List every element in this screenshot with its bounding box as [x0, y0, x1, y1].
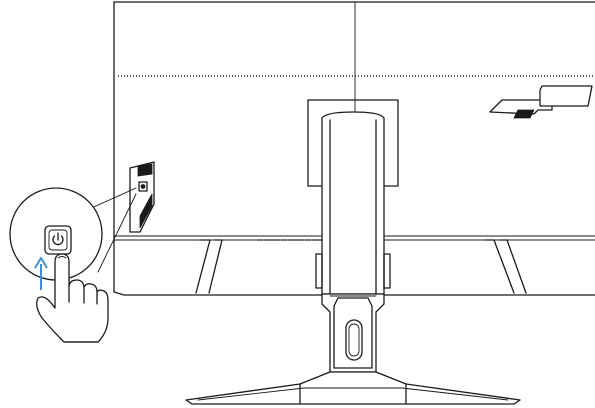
cable-management-slot — [345, 319, 363, 361]
side-button-module — [129, 161, 155, 233]
stand-neck — [307, 99, 399, 373]
port-indicator — [137, 163, 153, 177]
vesa-mount-plate — [307, 99, 399, 187]
power-icon — [52, 232, 64, 246]
arrow-up-icon — [34, 257, 48, 290]
io-port-bracket — [489, 85, 593, 119]
panel-lower-right-cut — [485, 239, 527, 294]
hand-pointer-icon — [36, 253, 109, 343]
zoom-callout — [9, 187, 137, 290]
panel-lower-left-cut — [195, 239, 223, 294]
stand-base — [185, 371, 521, 405]
